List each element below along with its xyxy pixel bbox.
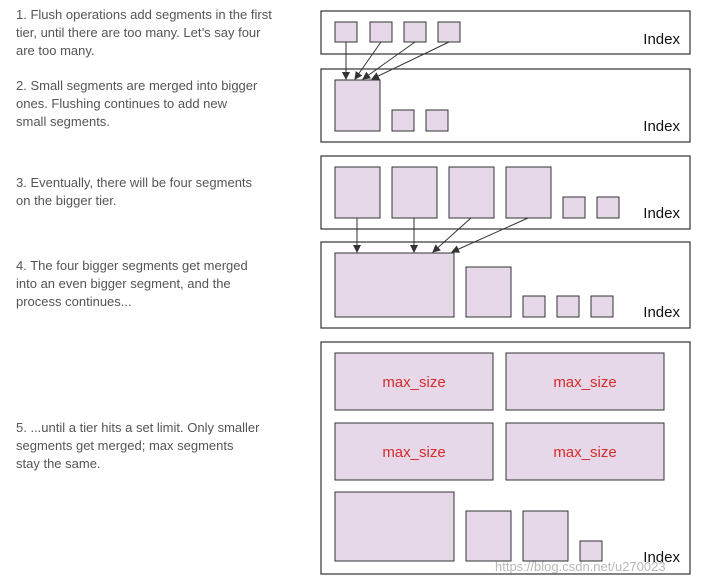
small-segment bbox=[556, 295, 580, 318]
medium-segment bbox=[465, 510, 512, 562]
step-3-text: 3. Eventually, there will be four segmen… bbox=[16, 175, 253, 208]
medium-segment bbox=[391, 166, 438, 219]
panel-4: Index bbox=[320, 241, 691, 329]
small-segment bbox=[596, 196, 620, 219]
small-segment bbox=[590, 295, 614, 318]
medium-segment bbox=[505, 166, 552, 219]
max-size-label: max_size bbox=[382, 444, 445, 461]
index-label: Index bbox=[643, 31, 680, 48]
max-size-label: max_size bbox=[382, 374, 445, 391]
step-4-text: 4. The four bigger segments get merged i… bbox=[16, 258, 248, 309]
panel-5: max_size max_size max_size max_size Inde… bbox=[320, 341, 691, 575]
panel-3: Index bbox=[320, 155, 691, 230]
max-size-segment bbox=[505, 352, 665, 411]
merge-arrows-2 bbox=[353, 217, 529, 253]
small-segment bbox=[522, 295, 546, 318]
large-segment bbox=[334, 491, 455, 562]
medium-segment bbox=[334, 166, 381, 219]
index-label: Index bbox=[643, 205, 680, 222]
small-segment bbox=[369, 21, 393, 43]
medium-segment bbox=[334, 79, 381, 132]
step-2-text: 2. Small segments are merged into bigger… bbox=[16, 78, 258, 129]
small-segment bbox=[334, 21, 358, 43]
step-5-text: 5. ...until a tier hits a set limit. Onl… bbox=[16, 420, 260, 471]
max-size-label: max_size bbox=[553, 374, 616, 391]
max-size-segment bbox=[334, 352, 494, 411]
max-size-segment bbox=[505, 422, 665, 481]
step-1-text: 1. Flush operations add segments in the … bbox=[16, 7, 272, 58]
medium-segment bbox=[465, 266, 512, 318]
small-segment bbox=[437, 21, 461, 43]
small-segment bbox=[425, 109, 449, 132]
medium-segment bbox=[448, 166, 495, 219]
panel-2: Index bbox=[320, 68, 691, 143]
medium-segment bbox=[522, 510, 569, 562]
merge-arrows-1 bbox=[342, 41, 450, 80]
watermark-text: https://blog.csdn.net/u270023 bbox=[495, 559, 666, 574]
index-label: Index bbox=[643, 118, 680, 135]
panel-1: Index bbox=[320, 10, 691, 55]
small-segment bbox=[562, 196, 586, 219]
index-label: Index bbox=[643, 304, 680, 321]
index-label: Index bbox=[643, 549, 680, 566]
max-size-label: max_size bbox=[553, 444, 616, 461]
small-segment bbox=[403, 21, 427, 43]
small-segment bbox=[391, 109, 415, 132]
small-segment bbox=[579, 540, 603, 562]
large-segment bbox=[334, 252, 455, 318]
max-size-segment bbox=[334, 422, 494, 481]
